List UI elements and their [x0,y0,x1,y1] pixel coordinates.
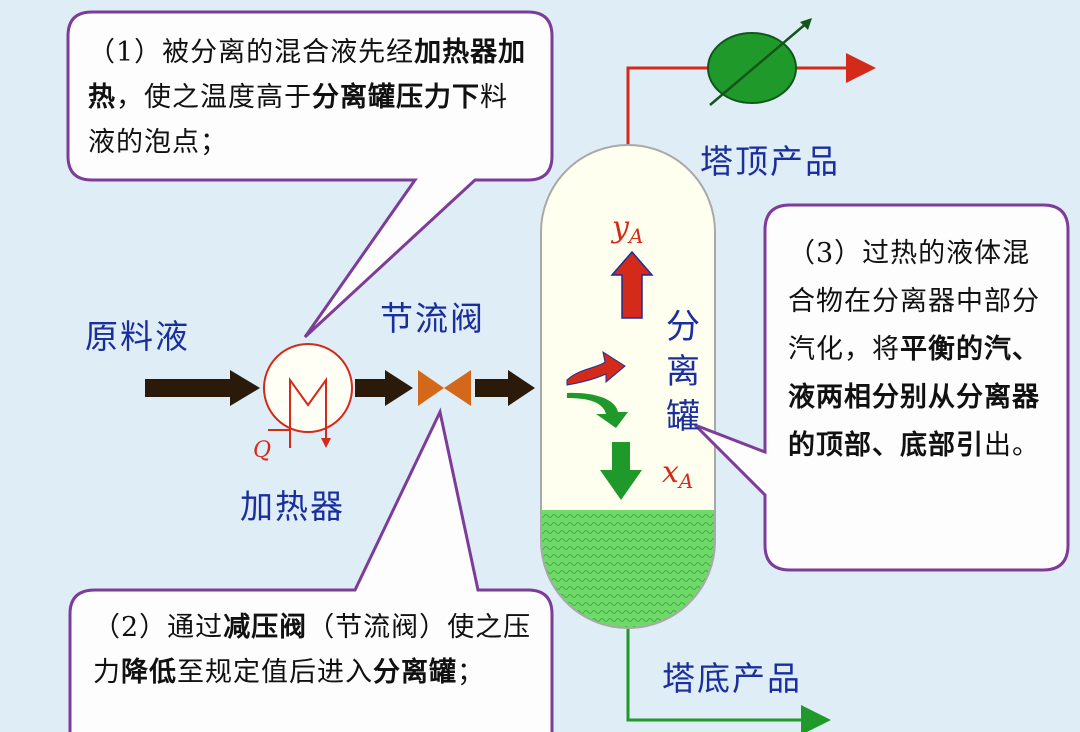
valve-label: 节流阀 [380,299,485,338]
bottom-product-line [626,620,831,732]
callout-2-shape [68,407,554,732]
callout-3-segment: 出。 [984,430,1040,461]
bottom-product-label: 塔底产品 [662,659,802,698]
pipe-arrow-2 [355,370,413,406]
pipe-arrow-3 [475,370,535,406]
callout-1-segment: 料液的泡点； [88,82,508,158]
top-product-label: 塔顶产品 [700,142,840,181]
callout-2-segment: （节流阀） [307,612,448,643]
callout-2-text: （2）通过减压阀（节流阀）使之压力降低至规定值后进入分离罐； [93,605,538,695]
callout-1-segment: （1）被分离的混合液先经 [88,37,415,68]
callout-2-segment: 使之压力 [93,612,532,688]
callout-3-segment: （3）过热的液体混合物在分离器中部分汽化，将 [788,238,1040,365]
throttle-valve-icon [418,370,471,406]
vapor-curve-arrow [566,350,626,386]
condenser-icon [707,18,812,106]
callout-3-shape [693,203,1070,572]
vessel-label-char: 分 [666,307,700,347]
vessel-label-char: 离 [666,352,700,392]
vessel-label: 分离罐 [663,305,703,440]
callout-3-segment: 平衡的汽、液两相分别从分离器的顶部、底部引 [788,334,1040,461]
callout-2-segment: 分离罐 [373,657,457,688]
liquid-curve-arrow [567,392,628,428]
callout-1-segment: ，使之温度高于 [116,82,312,113]
heat-duty-label: Q [253,438,272,463]
feed-arrow [145,370,260,406]
vessel-label-char: 罐 [666,397,700,437]
callout-1-shape [66,10,554,339]
callout-1-segment: 分离罐压力下 [312,82,480,113]
callout-2-segment: 降低 [121,657,177,688]
callout-2-segment: 至规定值后进入 [177,657,373,688]
arrow-down-icon [600,442,642,500]
heat-exchanger-icon [263,343,353,448]
callout-1-segment: 加热器加热 [88,37,527,113]
callout-3-text: （3）过热的液体混合物在分离器中部分汽化，将平衡的汽、液两相分别从分离器的顶部、… [788,230,1050,470]
feed-label: 原料液 [85,317,190,356]
vapor-composition-label: yA [612,210,644,248]
liquid-composition-label: xA [662,455,694,493]
callout-2-segment: 减压阀 [223,612,308,643]
arrow-up-icon [610,250,654,319]
callout-2-segment: （2）通过 [93,612,224,643]
callout-1-text: （1）被分离的混合液先经加热器加热，使之温度高于分离罐压力下料液的泡点； [88,30,533,165]
callout-2-segment: ； [457,657,485,688]
heater-label: 加热器 [240,487,345,526]
